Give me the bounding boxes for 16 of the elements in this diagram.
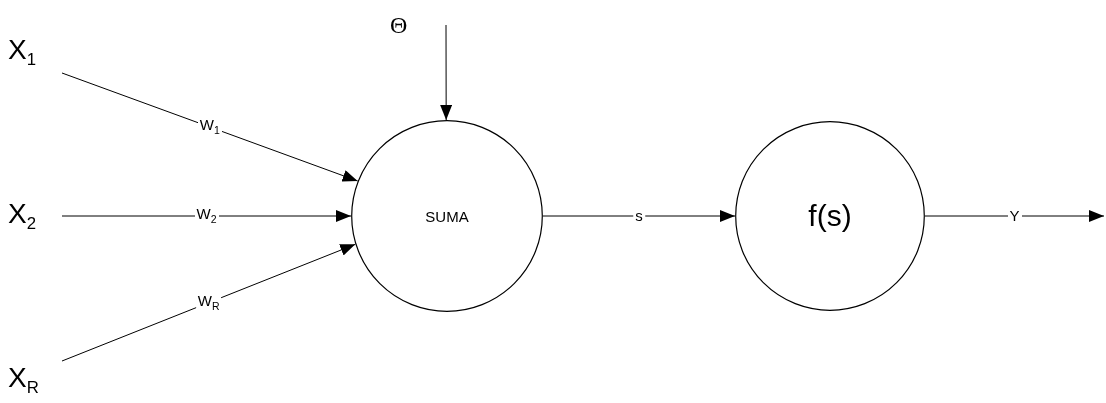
arrow [61, 72, 359, 182]
activation-circle [735, 121, 925, 311]
arrow [440, 24, 453, 121]
input-label: X$_{R}$ [8, 363, 39, 397]
edge-label: W$_{1}$ [197, 117, 222, 136]
summation-circle [351, 120, 543, 312]
arrow [542, 210, 736, 222]
arrow [61, 210, 352, 222]
bias-symbol: Θ [390, 13, 408, 37]
input-label: X$_{2}$ [8, 199, 37, 233]
arrow [61, 243, 356, 362]
edge-label: W$_{2}$ [194, 206, 219, 225]
node-label: SUMA [425, 208, 469, 224]
input-label: X$_{1}$ [8, 35, 37, 69]
node-label: f(s) [808, 201, 852, 231]
arrow [924, 210, 1105, 222]
